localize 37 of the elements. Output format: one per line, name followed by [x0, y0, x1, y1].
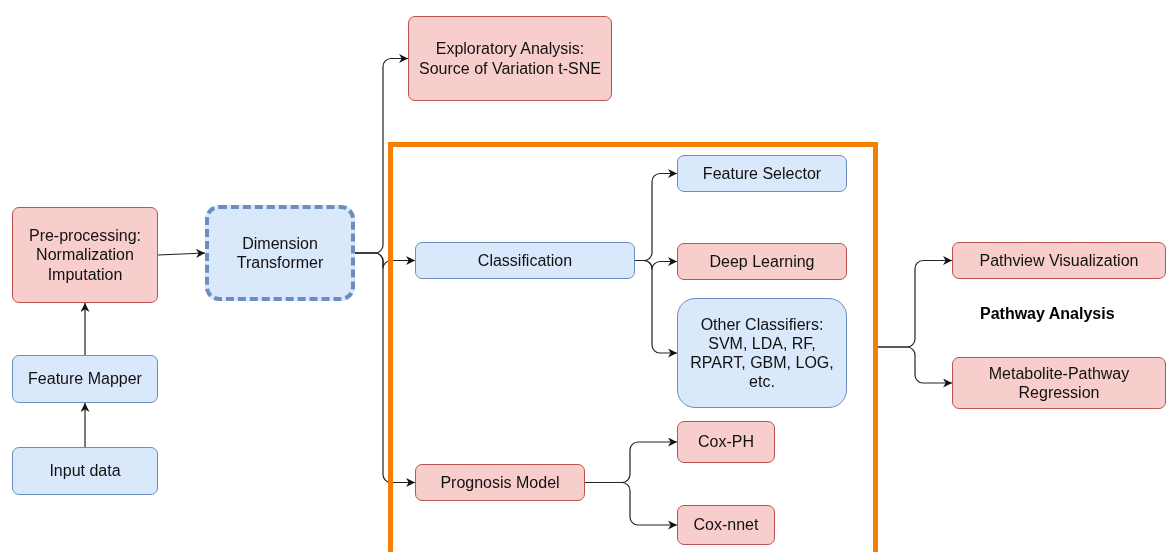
process-box	[12, 447, 158, 495]
box-label: Exploratory Analysis: Source of Variation t-SNE	[418, 39, 602, 78]
process-box	[415, 464, 585, 501]
box-label: Feature Mapper	[27, 369, 143, 389]
process-box	[677, 421, 775, 463]
box-label: Cox-nnet	[692, 515, 760, 535]
process-box	[408, 16, 612, 101]
arrow	[634, 259, 678, 358]
box-label: Pathview Visualization	[978, 250, 1140, 271]
arrow	[354, 252, 416, 487]
box-label: Classification	[476, 250, 574, 271]
process-box	[677, 298, 847, 408]
process-box	[677, 505, 775, 545]
box-label: Other Classifiers: SVM, LDA, RF, RPART, GBM, LOG, etc.	[689, 314, 835, 392]
box-label: Feature Selector	[701, 163, 823, 184]
box-label: Input data	[48, 461, 122, 481]
dashed-process-box	[205, 205, 355, 301]
arrow	[80, 302, 90, 356]
box-label: Pre-processing: Normalization Imputation	[27, 226, 142, 284]
process-box	[677, 243, 847, 280]
box-label: Prognosis Model	[439, 472, 561, 493]
process-box	[12, 207, 158, 303]
section-label: Pathway Analysis	[980, 305, 1115, 323]
group-frame	[388, 142, 878, 552]
process-box	[952, 242, 1166, 279]
arrow	[157, 248, 206, 258]
process-box	[952, 357, 1166, 409]
arrow	[877, 346, 953, 388]
box-label: Dimension Transformer	[235, 233, 325, 273]
box-label: Metabolite-Pathway Regression	[987, 363, 1131, 403]
process-box	[415, 242, 635, 279]
process-box	[677, 155, 847, 192]
box-label: Deep Learning	[708, 251, 816, 272]
arrow	[80, 402, 90, 448]
arrow	[584, 481, 678, 530]
process-box	[12, 355, 158, 403]
box-label: Cox-PH	[697, 432, 755, 452]
